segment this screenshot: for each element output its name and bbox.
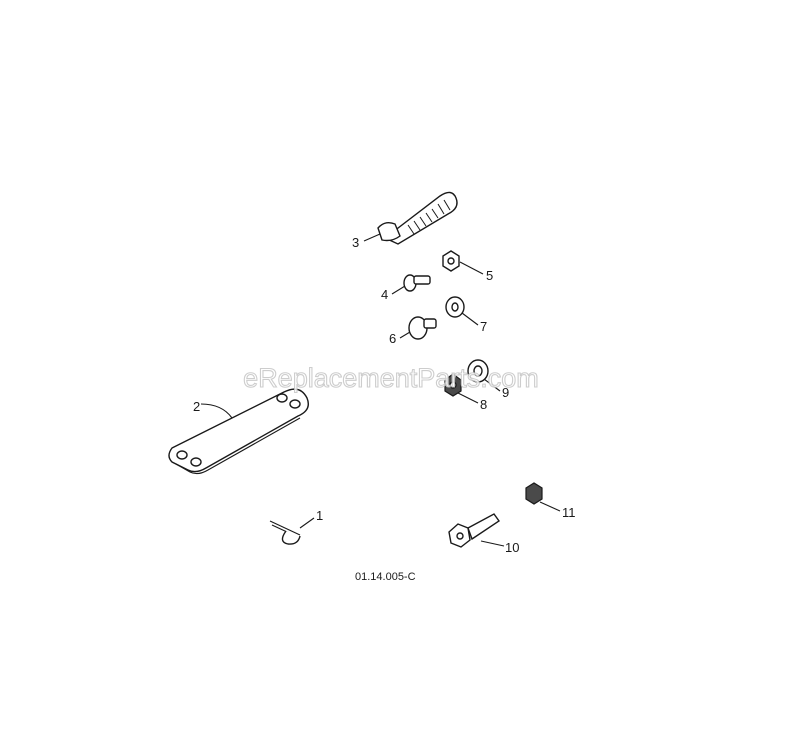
callout-3: 3 — [352, 235, 359, 250]
callout-4: 4 — [381, 287, 388, 302]
callout-1: 1 — [316, 508, 323, 523]
part-1-clip — [269, 517, 315, 545]
part-11-nut — [525, 482, 561, 512]
callout-9: 9 — [502, 385, 509, 400]
part-3-grip — [363, 191, 458, 245]
callout-10: 10 — [505, 540, 519, 555]
callout-2: 2 — [193, 399, 200, 414]
callout-11: 11 — [562, 505, 576, 520]
part-10-bolt — [448, 513, 505, 548]
drawing-reference-code: 01.14.005-C — [355, 571, 416, 583]
watermark-text: eReplacementParts.com — [243, 363, 539, 393]
part-6-screw — [399, 316, 437, 340]
part-7-washer — [445, 296, 479, 326]
part-2-bracket — [168, 388, 310, 475]
callout-8: 8 — [480, 397, 487, 412]
part-9-washer — [467, 359, 501, 392]
part-4-screw — [391, 274, 431, 295]
callout-7: 7 — [480, 319, 487, 334]
part-8-nut — [444, 373, 479, 404]
callout-5: 5 — [486, 268, 493, 283]
callout-6: 6 — [389, 331, 396, 346]
part-5-nut — [442, 250, 484, 275]
